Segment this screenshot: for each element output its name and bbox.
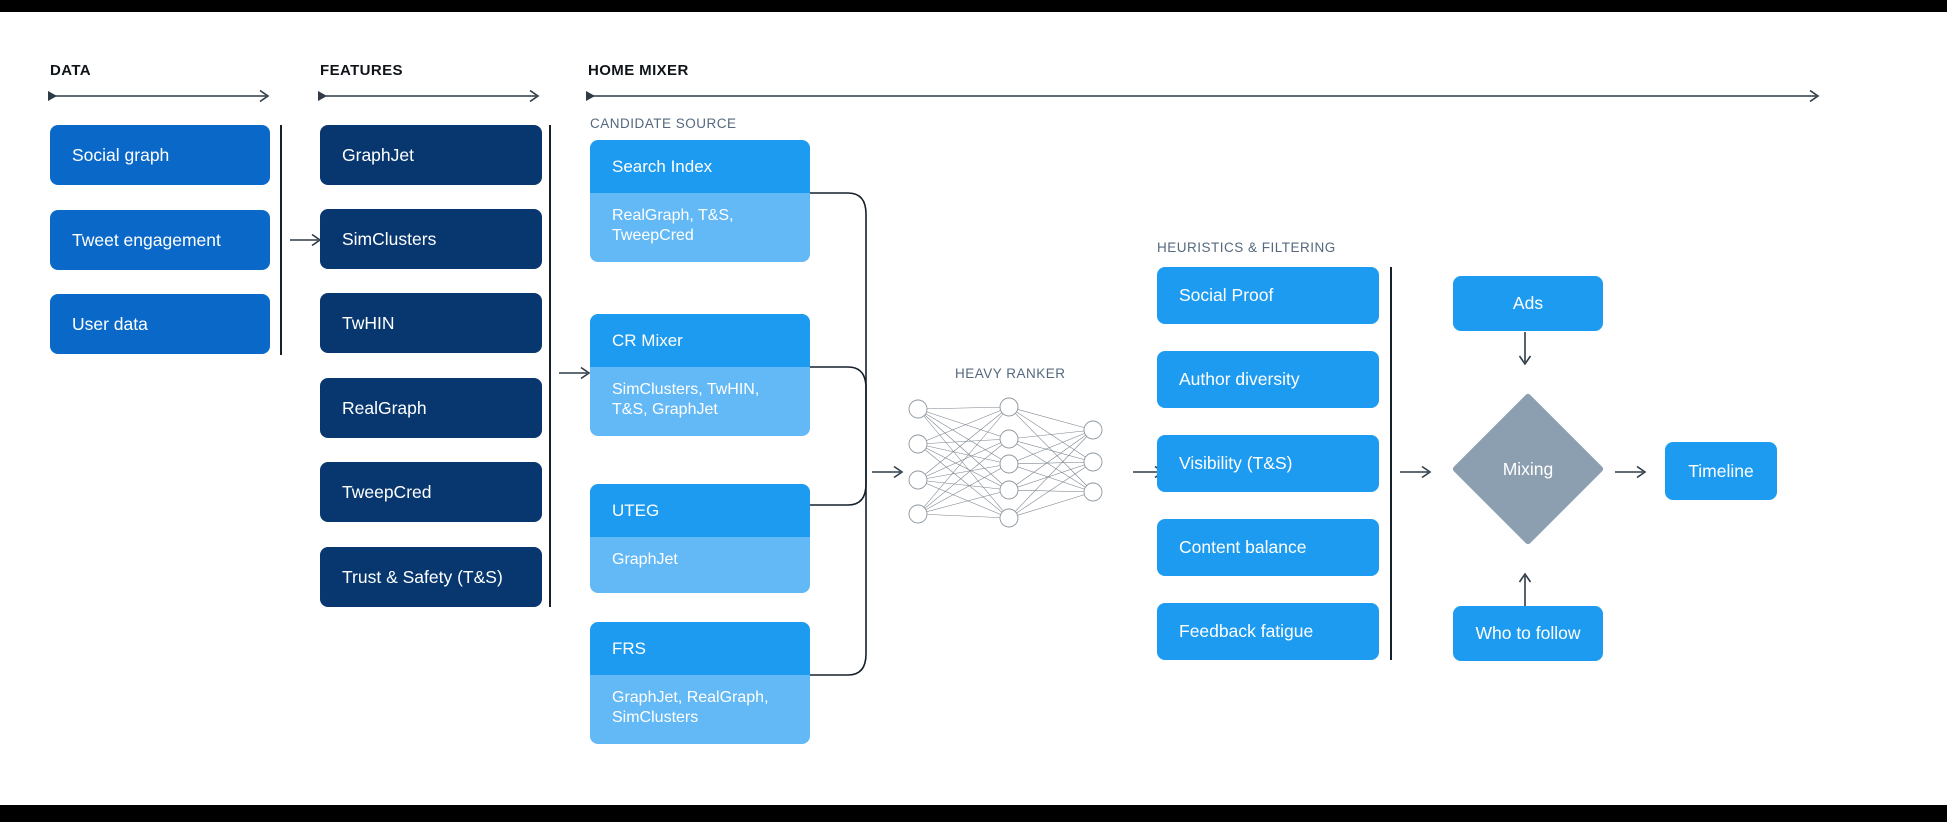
stage-arrow-home-mixer <box>586 89 1820 103</box>
data-node-tweet-engagement[interactable]: Tweet engagement <box>50 210 270 270</box>
mixing-diamond[interactable]: Mixing <box>1451 392 1605 546</box>
heavy-ranker-neural-network <box>908 397 1103 528</box>
output-node-label: Ads <box>1512 293 1544 313</box>
sub-label-heuristics: HEURISTICS & FILTERING <box>1157 240 1336 255</box>
candidate-source-card-frs[interactable]: FRS GraphJet, RealGraph, SimClusters <box>590 622 810 744</box>
data-column-rule <box>280 125 282 355</box>
diagram-canvas: DATA FEATURES HOME MIXER Social graph Tw… <box>0 12 1947 805</box>
heuristic-node-feedback-fatigue[interactable]: Feedback fatigue <box>1157 603 1379 660</box>
output-node-label: Timeline <box>1688 460 1754 481</box>
sub-label-heavy-ranker: HEAVY RANKER <box>955 366 1066 381</box>
heuristic-node-label: Feedback fatigue <box>1179 621 1314 641</box>
feature-node-label: RealGraph <box>342 397 427 418</box>
sub-label-candidate-source: CANDIDATE SOURCE <box>590 116 737 131</box>
stage-title-data: DATA <box>50 62 92 79</box>
features-column-rule <box>549 125 551 607</box>
heuristic-node-content-balance[interactable]: Content balance <box>1157 519 1379 576</box>
candidate-source-card-uteg[interactable]: UTEG GraphJet <box>590 484 810 593</box>
feature-node-label: SimClusters <box>342 228 437 249</box>
mixing-label: Mixing <box>1502 458 1554 479</box>
arrow-mixing-to-timeline <box>1615 465 1647 479</box>
stage-title-home-mixer: HOME MIXER <box>588 62 689 79</box>
data-node-label: Social graph <box>72 144 170 165</box>
heuristic-node-author-diversity[interactable]: Author diversity <box>1157 351 1379 408</box>
candidate-source-name: FRS <box>590 622 810 675</box>
heuristic-node-label: Author diversity <box>1179 369 1300 389</box>
candidate-source-features: GraphJet, RealGraph, SimClusters <box>590 675 810 744</box>
heuristic-node-visibility[interactable]: Visibility (T&S) <box>1157 435 1379 492</box>
feature-node-graphjet[interactable]: GraphJet <box>320 125 542 185</box>
feature-node-label: Trust & Safety (T&S) <box>342 566 503 587</box>
heuristic-node-label: Social Proof <box>1179 285 1274 305</box>
arrow-heuristics-to-mixing <box>1400 465 1432 479</box>
feature-node-label: TwHIN <box>342 312 395 333</box>
arrow-who-to-follow-to-mixing <box>1518 572 1532 606</box>
arrow-candidate-source-to-heavy-ranker <box>872 465 904 479</box>
feature-node-label: GraphJet <box>342 144 414 165</box>
feature-node-simclusters[interactable]: SimClusters <box>320 209 542 269</box>
feature-node-label: TweepCred <box>342 481 432 502</box>
stage-title-features: FEATURES <box>320 62 403 79</box>
candidate-source-card-search-index[interactable]: Search Index RealGraph, T&S, TweepCred <box>590 140 810 262</box>
feature-node-realgraph[interactable]: RealGraph <box>320 378 542 438</box>
feature-node-twhin[interactable]: TwHIN <box>320 293 542 353</box>
output-node-timeline[interactable]: Timeline <box>1665 442 1777 500</box>
candidate-source-name: Search Index <box>590 140 810 193</box>
heuristic-node-social-proof[interactable]: Social Proof <box>1157 267 1379 324</box>
candidate-source-name: UTEG <box>590 484 810 537</box>
heuristic-node-label: Content balance <box>1179 537 1307 557</box>
candidate-source-card-cr-mixer[interactable]: CR Mixer SimClusters, TwHIN, T&S, GraphJ… <box>590 314 810 436</box>
stage-arrow-data <box>48 89 270 103</box>
candidate-source-features: SimClusters, TwHIN, T&S, GraphJet <box>590 367 810 436</box>
candidate-source-connectors <box>810 192 867 676</box>
feature-node-tweepcred[interactable]: TweepCred <box>320 462 542 522</box>
data-node-social-graph[interactable]: Social graph <box>50 125 270 185</box>
output-node-label: Who to follow <box>1475 623 1581 643</box>
stage-arrow-features <box>318 89 540 103</box>
feature-node-trust-safety[interactable]: Trust & Safety (T&S) <box>320 547 542 607</box>
heuristics-column-rule <box>1390 267 1392 660</box>
output-node-who-to-follow[interactable]: Who to follow <box>1453 606 1603 661</box>
output-node-ads[interactable]: Ads <box>1453 276 1603 331</box>
candidate-source-name: CR Mixer <box>590 314 810 367</box>
candidate-source-features: RealGraph, T&S, TweepCred <box>590 193 810 262</box>
arrow-ads-to-mixing <box>1518 332 1532 366</box>
data-node-user-data[interactable]: User data <box>50 294 270 354</box>
candidate-source-features: GraphJet <box>590 537 810 593</box>
data-node-label: Tweet engagement <box>72 229 221 250</box>
data-node-label: User data <box>72 313 148 334</box>
heuristic-node-label: Visibility (T&S) <box>1179 453 1293 473</box>
arrow-features-to-candidate-source <box>559 366 591 380</box>
